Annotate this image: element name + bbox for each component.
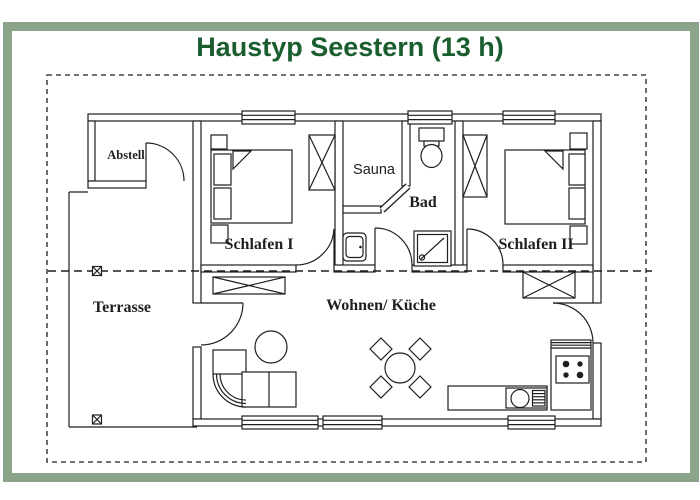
drainer-icon bbox=[531, 389, 546, 407]
sideboard-icon bbox=[522, 271, 576, 299]
wardrobes bbox=[212, 134, 576, 299]
window-icon bbox=[507, 415, 556, 430]
chair-icon bbox=[408, 337, 432, 361]
room-label-schlafen1: Schlafen I bbox=[225, 236, 294, 253]
worktop-strip-icon bbox=[550, 339, 592, 349]
section-marker-icon bbox=[91, 265, 103, 277]
window-icon bbox=[322, 415, 383, 430]
nightstand-icon bbox=[210, 224, 229, 244]
property-boundary bbox=[46, 74, 647, 463]
bad-door-icon bbox=[374, 227, 413, 266]
shower-icon bbox=[413, 230, 452, 267]
page-title: Haustyp Seestern (13 h) bbox=[196, 32, 504, 62]
dining-table-icon bbox=[384, 352, 416, 384]
window-icon bbox=[241, 415, 319, 430]
chair-icon bbox=[369, 375, 393, 399]
room-label-schlafen2: Schlafen II bbox=[498, 236, 573, 253]
section-marker-icon bbox=[91, 414, 103, 425]
walls bbox=[87, 113, 602, 427]
chair-icon bbox=[369, 337, 393, 361]
side-table-icon bbox=[254, 330, 288, 364]
doors bbox=[145, 142, 594, 346]
toilet-icon bbox=[418, 127, 445, 169]
terrace-door-icon bbox=[200, 302, 244, 346]
room-label-bad: Bad bbox=[409, 194, 437, 211]
room-label-sauna: Sauna bbox=[353, 162, 396, 178]
chair-icon bbox=[408, 375, 432, 399]
nightstand-icon bbox=[210, 134, 228, 150]
window-icon bbox=[502, 110, 556, 125]
entrance-door-icon bbox=[552, 302, 594, 344]
schlafen1-door-icon bbox=[295, 228, 335, 266]
room-label-abstell: Abstell bbox=[107, 148, 145, 162]
kitchen-counter bbox=[447, 339, 592, 411]
washbasin-icon bbox=[342, 232, 367, 262]
green-frame bbox=[3, 22, 699, 482]
bed-icon bbox=[504, 132, 588, 245]
windows bbox=[241, 110, 556, 430]
bed-icon bbox=[210, 134, 293, 244]
kitchen-sink-icon bbox=[510, 388, 530, 409]
corner-bench-icon bbox=[212, 349, 297, 408]
stove-icon bbox=[555, 355, 590, 384]
nightstand-icon bbox=[569, 132, 588, 150]
sink-unit-icon bbox=[505, 387, 548, 409]
window-icon bbox=[241, 110, 296, 125]
nightstand-icon bbox=[569, 225, 588, 245]
window-icon bbox=[407, 110, 453, 125]
wardrobe-icon bbox=[308, 134, 336, 191]
room-label-wohnen: Wohnen/ Küche bbox=[326, 297, 436, 314]
room-label-terrasse: Terrasse bbox=[93, 299, 151, 316]
terrace-outline bbox=[68, 191, 197, 428]
sideboard-icon bbox=[212, 276, 286, 295]
wardrobe-icon bbox=[462, 134, 488, 198]
abstell-door-icon bbox=[145, 142, 185, 182]
schlafen2-door-icon bbox=[466, 228, 504, 266]
dining-set bbox=[369, 337, 432, 399]
